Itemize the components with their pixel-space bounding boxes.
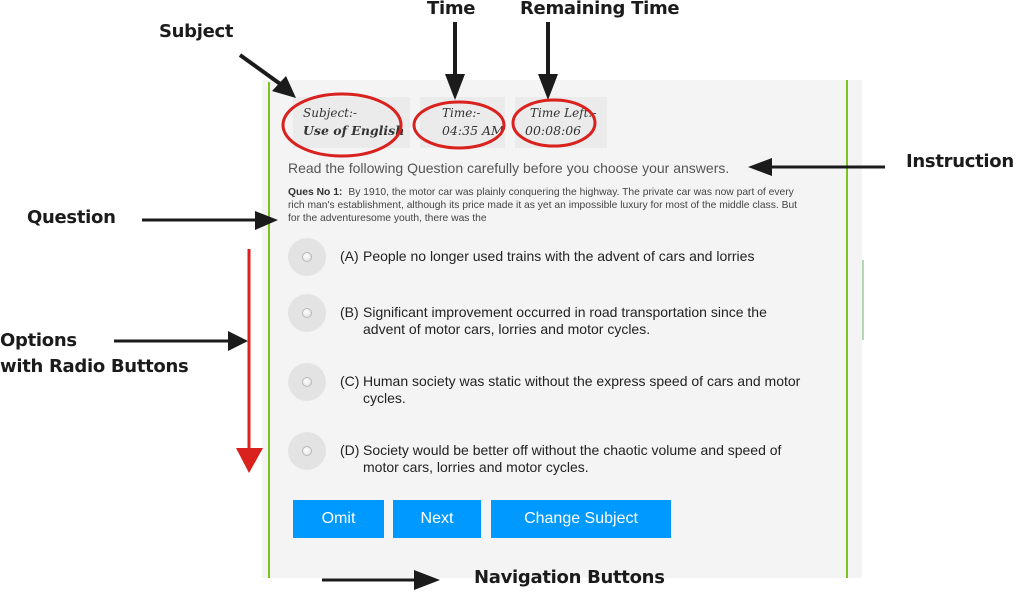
omit-button[interactable]: Omit	[293, 500, 384, 538]
exam-panel: Subject:- Use of English Time:- 04:35 AM…	[262, 80, 864, 578]
annotation-question: Question	[27, 207, 116, 228]
subject-info-box: Subject:- Use of English	[293, 97, 410, 148]
instruction-text: Read the following Question carefully be…	[288, 160, 730, 176]
option-letter: (D)	[340, 442, 360, 458]
options-range-arrow-icon	[236, 249, 263, 473]
time-left-value: 00:08:06	[525, 123, 582, 138]
subject-label: Subject:-	[303, 106, 358, 120]
option-letter: (A)	[340, 248, 359, 264]
question-number: Ques No 1:	[288, 187, 343, 198]
annotation-options-line1: Options	[0, 330, 77, 351]
radio-circle-icon	[302, 308, 312, 318]
time-left-label: Time Left:-	[530, 106, 597, 120]
annotation-instruction: Instruction	[906, 151, 1014, 172]
time-value: 04:35 AM	[442, 123, 504, 138]
option-c-radio[interactable]	[288, 363, 326, 401]
option-text: Society would be better off without the …	[363, 442, 782, 475]
annotation-remaining-time: Remaining Time	[520, 0, 680, 19]
panel-left-border	[268, 82, 270, 578]
radio-circle-icon	[302, 252, 312, 262]
annotation-time: Time	[427, 0, 476, 19]
question-text: By 1910, the motor car was plainly conqu…	[288, 187, 798, 224]
change-subject-button[interactable]: Change Subject	[491, 500, 671, 538]
panel-right-shadow	[862, 260, 864, 340]
annotation-options: Options with Radio Buttons	[0, 328, 189, 380]
radio-circle-icon	[302, 446, 312, 456]
question-block: Ques No 1:By 1910, the motor car was pla…	[288, 186, 808, 225]
annotation-subject: Subject	[159, 21, 234, 42]
subject-value: Use of English	[303, 123, 405, 138]
option-text: People no longer used trains with the ad…	[363, 248, 755, 264]
option-a-radio[interactable]	[288, 238, 326, 276]
option-text: Human society was static without the exp…	[363, 373, 801, 406]
option-text: Significant improvement occurred in road…	[363, 304, 767, 337]
next-button[interactable]: Next	[393, 500, 481, 538]
panel-right-border	[846, 80, 848, 578]
annotation-navigation: Navigation Buttons	[474, 567, 665, 588]
time-left-info-box: Time Left:- 00:08:06	[515, 97, 607, 148]
annotation-options-line2: with Radio Buttons	[0, 356, 189, 377]
option-d-radio[interactable]	[288, 432, 326, 470]
radio-circle-icon	[302, 377, 312, 387]
time-label: Time:-	[442, 106, 481, 120]
time-info-box: Time:- 04:35 AM	[420, 97, 505, 148]
option-b-radio[interactable]	[288, 294, 326, 332]
option-letter: (B)	[340, 304, 359, 320]
question-arrow-icon	[142, 211, 278, 230]
option-letter: (C)	[340, 373, 360, 389]
